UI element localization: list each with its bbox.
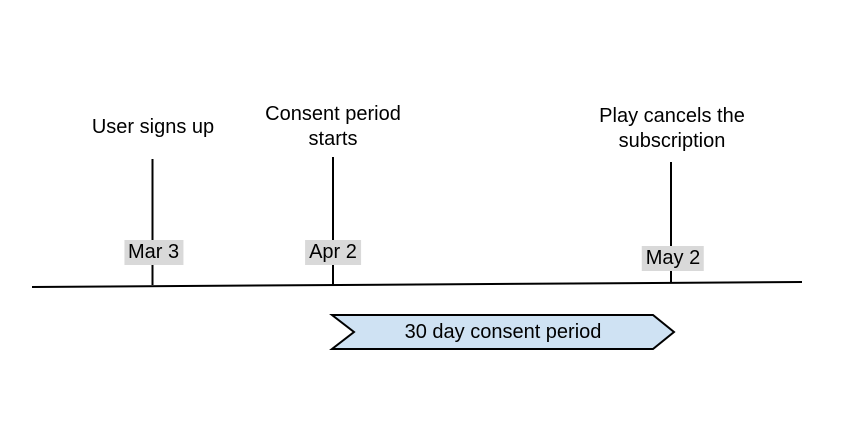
event-label-user-signs-up: User signs up [91, 116, 215, 138]
event-label-play-cancels-subscription: Play cancels the subscription [599, 105, 745, 152]
date-chip-apr-2: Apr 2 [305, 240, 361, 265]
date-chip-may-2: May 2 [641, 246, 705, 271]
consent-period-banner-label: 30 day consent period [404, 321, 602, 343]
date-chip-mar-3: Mar 3 [123, 240, 184, 265]
consent-period-banner-shape [329, 314, 676, 350]
event-label-consent-period-starts: Consent period starts [265, 103, 401, 150]
timeline-axis [31, 281, 803, 288]
